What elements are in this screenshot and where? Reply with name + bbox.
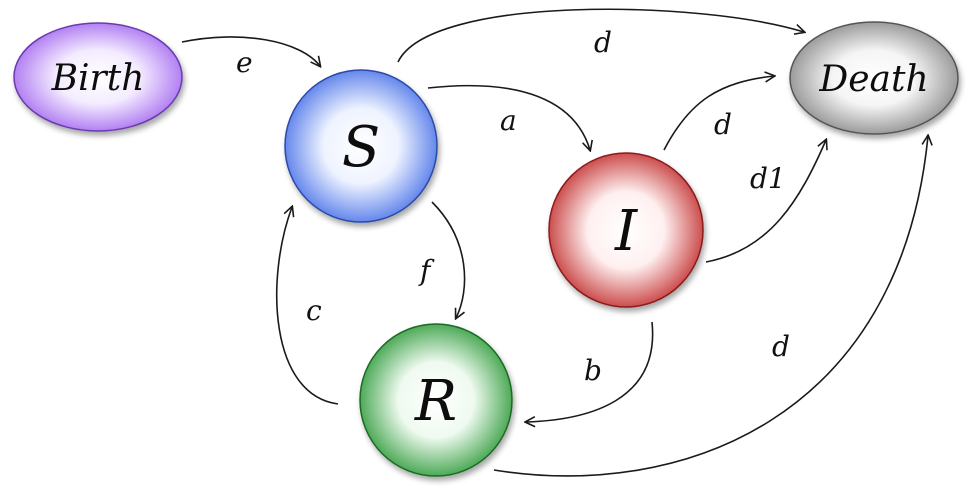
node-death-label: Death <box>818 59 928 100</box>
node-s: S <box>284 69 438 223</box>
edge-r-to-death <box>493 136 928 477</box>
edge-s-to-death <box>397 8 804 63</box>
edge-i-to-death <box>663 76 774 151</box>
node-i-label: I <box>614 199 639 264</box>
edge-labels: e d a d d1 f c b d <box>236 26 790 387</box>
edges <box>181 8 928 477</box>
edge-i-to-death-disease <box>705 140 826 263</box>
edge-s-to-i <box>427 84 590 150</box>
node-death: Death <box>789 21 959 135</box>
label-r-s: c <box>306 294 322 327</box>
edge-i-to-r <box>526 321 654 422</box>
label-i-death-disease: d1 <box>750 162 786 195</box>
node-birth-label: Birth <box>51 58 145 99</box>
label-r-death: d <box>772 330 790 363</box>
label-i-r: b <box>584 354 602 387</box>
label-birth-s: e <box>236 46 253 79</box>
edge-s-to-r <box>431 201 466 318</box>
label-s-i: a <box>500 104 517 137</box>
node-r: R <box>359 323 513 477</box>
node-s-label: S <box>342 115 380 180</box>
node-r-label: R <box>414 369 457 434</box>
edge-r-to-s <box>275 207 339 405</box>
label-s-r: f <box>418 254 435 287</box>
node-i: I <box>548 152 704 308</box>
label-i-death: d <box>714 108 732 141</box>
label-s-death: d <box>594 26 612 59</box>
edge-birth-to-s <box>181 36 320 66</box>
node-birth: Birth <box>13 22 183 132</box>
